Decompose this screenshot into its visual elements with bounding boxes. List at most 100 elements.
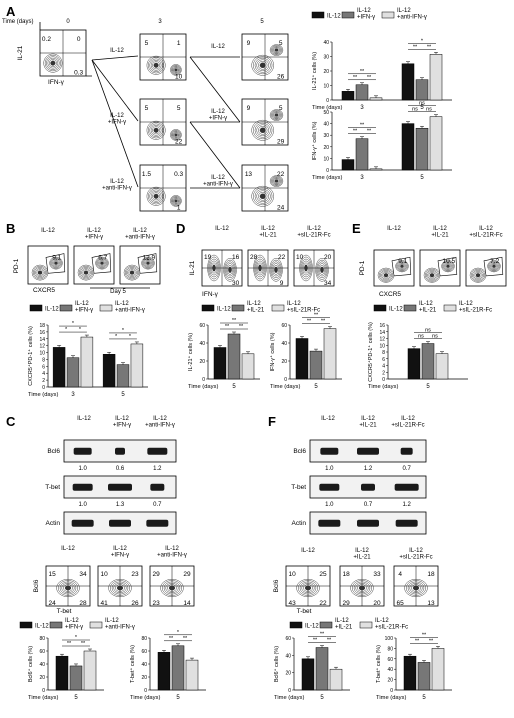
- y-tick-label: 2: [42, 378, 45, 384]
- significance-mark: ns: [432, 334, 438, 340]
- contour-ring: [116, 585, 124, 591]
- contour-ring: [170, 64, 181, 75]
- x-axis-label: Time (days): [274, 695, 304, 701]
- gate: [45, 253, 66, 274]
- panel-letter-b: B: [6, 221, 15, 236]
- bar: [429, 54, 443, 101]
- y-axis-label: Bcl6⁺ cells (%): [27, 646, 34, 682]
- quadrant-value: 5: [145, 105, 149, 112]
- quadrant-value: 26: [277, 73, 285, 80]
- contour-ring: [255, 258, 265, 278]
- condition-label: IL-12: [387, 226, 401, 232]
- contour-ring: [273, 47, 280, 53]
- bar: [309, 350, 323, 380]
- contour-ring: [318, 263, 326, 277]
- y-tick-label: 20: [323, 69, 329, 75]
- day-label: 3: [158, 19, 162, 25]
- quadrant-value: 24: [277, 204, 285, 211]
- condition-label: IL-12: [41, 228, 55, 234]
- legend-swatch: [59, 304, 73, 312]
- significance-mark: **: [413, 44, 418, 50]
- contour-ring: [271, 111, 282, 120]
- legend-entry: IL-12+sIL-21R-Fc: [375, 618, 408, 630]
- band: [395, 519, 418, 527]
- y-axis-label: CXCR5⁺PD-1⁺ cells (%): [367, 322, 374, 382]
- legend-entry: IL-12+anti-IFN-γ: [397, 8, 427, 20]
- y-tick-label: 20: [141, 675, 147, 681]
- contour-ring: [47, 57, 59, 69]
- y-tick-label: 20: [39, 675, 45, 681]
- contour-ring: [32, 265, 48, 280]
- quadrant-value: 13: [245, 171, 253, 178]
- legend-swatch: [359, 621, 373, 629]
- contour-ring: [304, 585, 312, 591]
- legend-entry: IL-12+anti-IFN-γ: [115, 301, 145, 313]
- bar: [301, 658, 315, 691]
- contour-ring: [49, 256, 63, 270]
- significance-mark: *: [65, 327, 68, 333]
- contour-ring: [271, 46, 282, 55]
- day-note: Day 5: [110, 289, 126, 295]
- significance-mark: ns: [426, 107, 432, 113]
- day-label: 5: [260, 19, 264, 25]
- contour-ring: [270, 259, 282, 280]
- band: [361, 483, 375, 491]
- y-tick-label: 16: [379, 323, 385, 329]
- contour-blob: [160, 578, 184, 598]
- y-tick-label: 14: [39, 337, 45, 343]
- band: [109, 519, 131, 527]
- y-tick-label: 10: [379, 343, 385, 349]
- flow-axis-label: IFN-γ: [48, 79, 65, 86]
- quadrant-value: 10: [175, 73, 183, 80]
- quadrant-value: 9: [247, 40, 251, 47]
- flow-plot-e: 9.1: [373, 249, 415, 287]
- flow-plot-b: 12.9: [119, 245, 161, 285]
- contour-ring: [441, 260, 455, 273]
- contour-ring: [165, 582, 179, 594]
- quadrant-value: 26: [131, 600, 139, 607]
- contour-blob: [251, 175, 284, 207]
- contour-ring: [127, 268, 137, 278]
- contour-ring: [52, 259, 60, 267]
- contour-blob: [108, 578, 132, 598]
- contour-ring: [146, 261, 150, 265]
- x-axis-label: Time (days): [376, 695, 406, 701]
- y-tick-label: 60: [281, 323, 287, 329]
- contour-ring: [146, 120, 166, 140]
- condition-label: IL-12+sIL-21R-Fc: [469, 226, 502, 238]
- contour-ring: [488, 261, 500, 272]
- bar: [421, 343, 435, 380]
- quadrant-value: 7.2: [490, 258, 499, 265]
- contour-ring: [148, 57, 165, 74]
- panel-letter-d: D: [176, 221, 185, 236]
- contour-ring: [82, 269, 90, 276]
- contour-ring: [228, 266, 232, 273]
- contour-ring: [381, 271, 391, 280]
- condition-label: IL-12: [211, 44, 225, 50]
- contour-ring: [149, 123, 163, 137]
- y-tick-label: 40: [281, 341, 287, 347]
- significance-mark: **: [353, 129, 358, 135]
- contour-blob: [296, 578, 320, 598]
- band: [72, 483, 93, 491]
- legend-entry: IL-12+IFN-γ: [65, 618, 83, 630]
- flow-axis-label: CXCR5: [33, 287, 55, 294]
- quadrant-value: 28: [79, 600, 87, 607]
- band: [108, 483, 132, 491]
- condition-label: IL-12+IFN-γ: [209, 109, 227, 121]
- plot-frame: [27, 245, 69, 285]
- legend-swatch: [99, 304, 113, 312]
- contour-ring: [115, 584, 125, 592]
- y-tick-label: 80: [141, 636, 147, 642]
- contour-ring: [108, 578, 132, 598]
- significance-mark: ns: [418, 334, 424, 340]
- contour-ring: [173, 132, 179, 138]
- contour-ring: [83, 270, 89, 275]
- contour-ring: [273, 112, 280, 118]
- contour-ring: [146, 55, 166, 75]
